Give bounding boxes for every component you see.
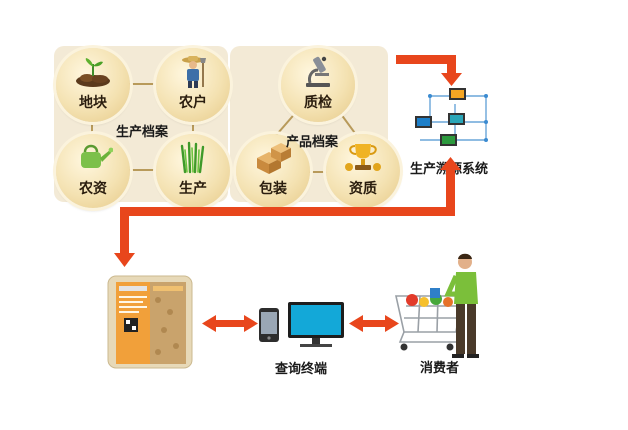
node-packaging: 包装 bbox=[236, 134, 310, 208]
node-farmer: 农户 bbox=[156, 48, 230, 122]
node-farmer-label: 农户 bbox=[179, 94, 207, 110]
node-quality-inspection: 质检 bbox=[281, 48, 355, 122]
node-qualification: 资质 bbox=[326, 134, 400, 208]
node-plot-label: 地块 bbox=[79, 94, 107, 110]
node-packaging-label: 包装 bbox=[259, 180, 287, 196]
trophy-icon bbox=[345, 144, 381, 171]
package-boxes-icon bbox=[257, 143, 291, 174]
query-terminal-label: 查询终端 bbox=[275, 361, 328, 376]
mobile-phone-icon bbox=[259, 308, 279, 342]
microscope-icon bbox=[306, 56, 330, 87]
node-production: 生产 bbox=[156, 134, 230, 208]
product-file-title: 产品档案 bbox=[286, 134, 339, 149]
watering-can-icon bbox=[81, 144, 113, 168]
monitor-icon bbox=[288, 302, 344, 347]
node-quality-inspection-label: 质检 bbox=[304, 94, 332, 110]
node-production-label: 生产 bbox=[179, 180, 207, 196]
node-plot: 地块 bbox=[56, 48, 130, 122]
crop-icon bbox=[180, 141, 205, 174]
node-agri-supplies: 农资 bbox=[56, 134, 130, 208]
farmer-icon bbox=[182, 56, 206, 88]
production-file-title: 生产档案 bbox=[116, 124, 169, 139]
consumer-label: 消费者 bbox=[420, 360, 460, 375]
soil-seedling-icon bbox=[76, 58, 110, 87]
node-agri-supplies-label: 农资 bbox=[79, 180, 107, 196]
node-qualification-label: 资质 bbox=[349, 180, 377, 196]
